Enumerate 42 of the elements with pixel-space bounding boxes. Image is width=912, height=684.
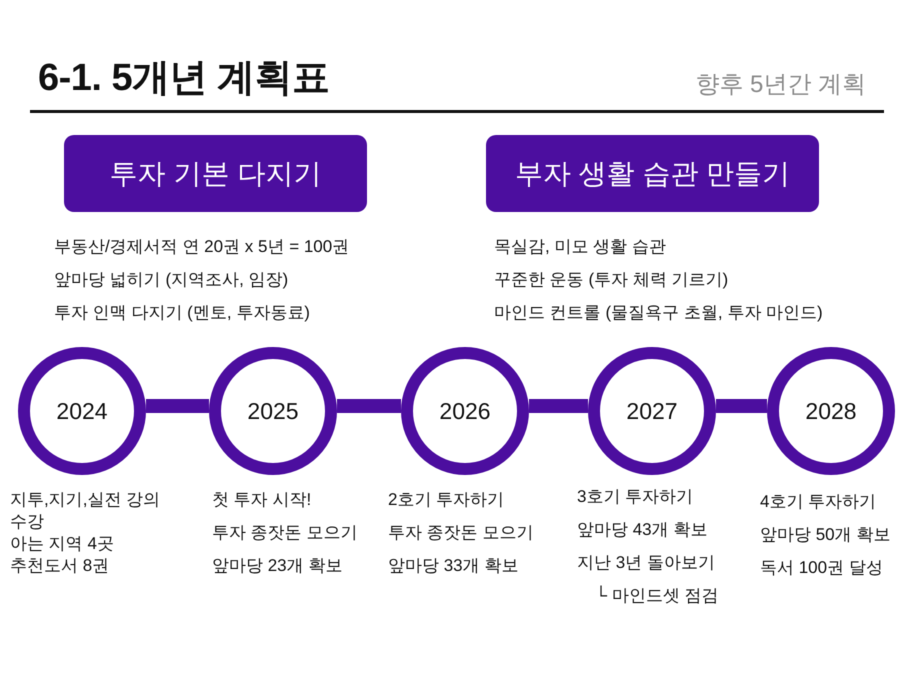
connector-line xyxy=(146,399,209,413)
milestone-item: └ 마인드셋 점검 xyxy=(595,585,718,607)
year-circle xyxy=(18,347,146,475)
year-circle xyxy=(209,347,337,475)
page-title: 6-1. 5개년 계획표 xyxy=(38,56,330,101)
milestone-item: 앞마당 43개 확보 xyxy=(577,519,708,541)
milestone-item: 첫 투자 시작! xyxy=(212,489,312,511)
milestone-item: 앞마당 50개 확보 xyxy=(760,524,890,546)
milestone-item: 투자 종잣돈 모으기 xyxy=(212,522,358,544)
section-heading: 부자 생활 습관 만들기 xyxy=(514,156,790,190)
year-label: 2026 xyxy=(439,397,491,425)
year-circle xyxy=(588,347,716,475)
goal-item: 부동산/경제서적 연 20권 x 5년 = 100권 xyxy=(54,236,350,258)
subtitle: 향후 5년간 계획 xyxy=(695,70,866,100)
year-circle xyxy=(401,347,529,475)
goal-item: 목실감, 미모 생활 습관 xyxy=(494,236,666,258)
goal-item: 마인드 컨트롤 (물질욕구 초월, 투자 마인드) xyxy=(494,302,823,324)
milestone-item: 독서 100권 달성 xyxy=(760,557,883,579)
year-label: 2024 xyxy=(56,397,108,425)
connector-line xyxy=(529,399,588,413)
section-header-box xyxy=(64,135,367,212)
milestone-item: 4호기 투자하기 xyxy=(760,491,876,513)
milestone-item: 추천도서 8권 xyxy=(10,555,110,577)
milestone-item: 투자 종잣돈 모으기 xyxy=(388,522,534,544)
year-label: 2025 xyxy=(247,397,299,425)
milestone-item: 지난 3년 돌아보기 xyxy=(577,552,715,574)
year-label: 2027 xyxy=(626,397,678,425)
milestone-item: 지투,지기,실전 강의 수강 xyxy=(10,489,162,533)
section-heading: 투자 기본 다지기 xyxy=(110,156,322,190)
milestone-item: 3호기 투자하기 xyxy=(577,486,694,508)
milestone-item: 2호기 투자하기 xyxy=(388,489,504,511)
connector-line xyxy=(716,399,767,413)
milestone-item: 앞마당 23개 확보 xyxy=(212,555,342,577)
connector-line xyxy=(337,399,401,413)
milestone-item: 아는 지역 4곳 xyxy=(10,533,114,555)
milestone-item: 앞마당 33개 확보 xyxy=(388,555,518,577)
section-header-box xyxy=(486,135,819,212)
goal-item: 투자 인맥 다지기 (멘토, 투자동료) xyxy=(54,302,310,324)
year-circle xyxy=(767,347,895,475)
goal-item: 앞마당 넓히기 (지역조사, 임장) xyxy=(54,269,288,291)
goal-item: 꾸준한 운동 (투자 체력 기르기) xyxy=(494,269,728,291)
year-label: 2028 xyxy=(805,397,857,425)
